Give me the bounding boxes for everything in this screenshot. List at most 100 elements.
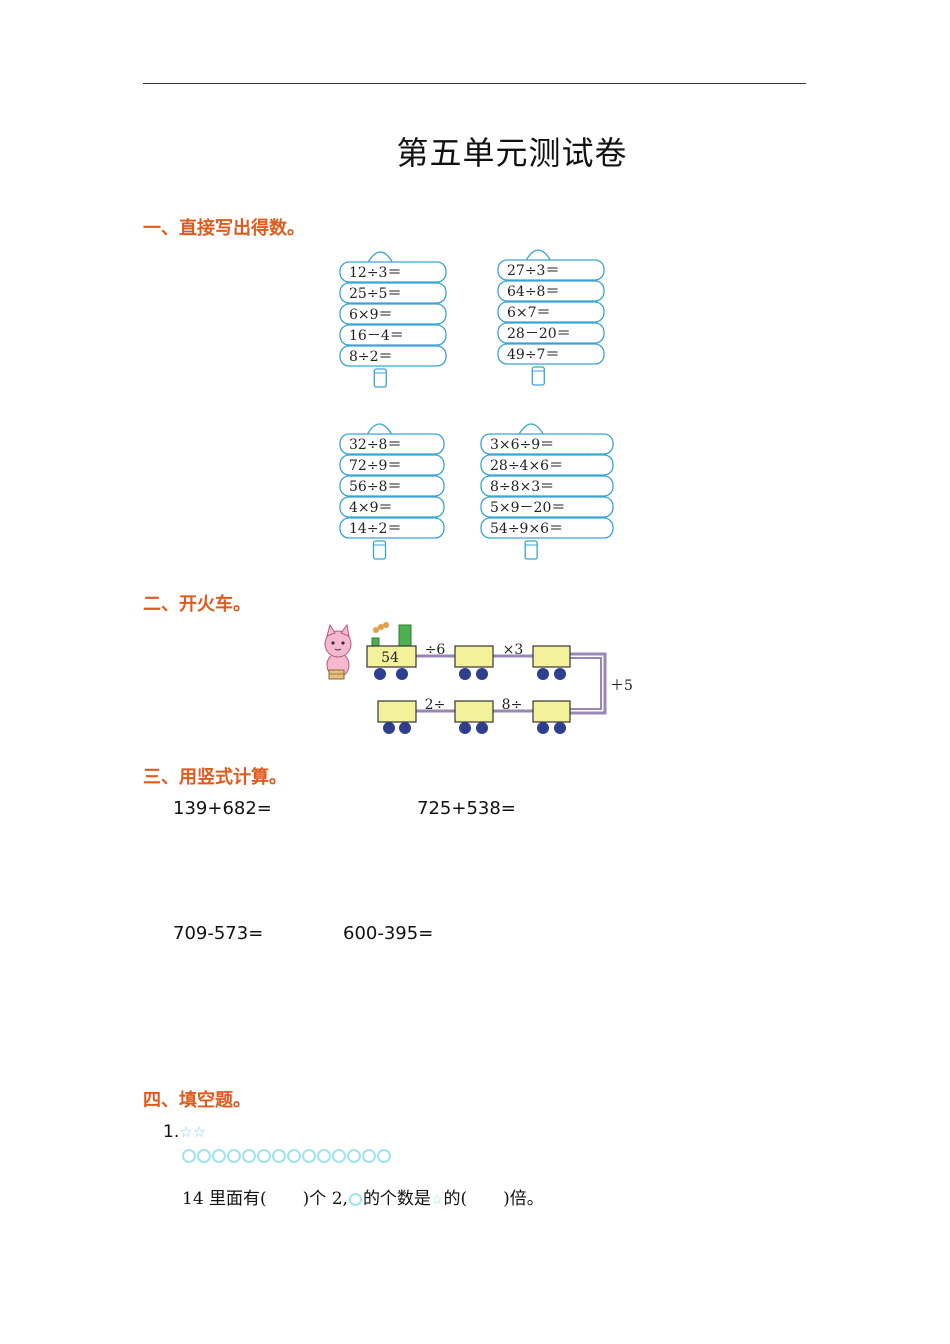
section-1-heading: 一、直接写出得数。 bbox=[143, 218, 305, 239]
train-car bbox=[454, 645, 494, 680]
calc-row bbox=[339, 261, 447, 283]
train-car bbox=[532, 700, 571, 734]
vertical-calc-item: 709-573= bbox=[173, 923, 264, 944]
question-1: 1.☆☆ bbox=[163, 1122, 206, 1142]
circle-icon bbox=[332, 1149, 346, 1163]
train-diagram: 54 ÷6 ×3 ＋5 8÷ 2÷ bbox=[324, 622, 633, 734]
calc-card: 3×6÷9＝28÷4×6＝8÷8×3＝5×9－20＝54÷9×6＝ bbox=[480, 423, 614, 560]
calc-card: 32÷8＝ 72÷9＝ 56÷8＝ 4×9＝ 14÷2＝ bbox=[339, 423, 445, 560]
train-op-label: ＋5 bbox=[610, 678, 633, 694]
calc-row bbox=[339, 454, 445, 476]
calc-expression: 49÷7＝ bbox=[507, 347, 559, 363]
q1-part2: )个 2, bbox=[302, 1189, 348, 1209]
cup-icon bbox=[531, 366, 545, 386]
calc-row bbox=[339, 517, 445, 539]
calc-row bbox=[480, 433, 614, 455]
circle-icon bbox=[348, 1193, 362, 1206]
question-number: 1. bbox=[163, 1122, 180, 1142]
star-icon: ☆☆ bbox=[179, 1123, 207, 1141]
hanger-icon bbox=[518, 423, 544, 435]
calc-row bbox=[339, 282, 447, 304]
calc-row bbox=[480, 517, 614, 539]
q1-part3: 的个数是 bbox=[362, 1189, 431, 1209]
calc-row bbox=[497, 343, 605, 365]
calc-expression: 28－20＝ bbox=[507, 326, 571, 342]
train-op-label: 8÷ bbox=[502, 697, 523, 713]
train-op-label: ×3 bbox=[503, 642, 524, 658]
question-1-text: 14 里面有()个 2,的个数是☆的()倍。 bbox=[182, 1184, 544, 1209]
calc-row bbox=[480, 496, 614, 518]
train-car bbox=[454, 700, 494, 734]
calc-row bbox=[339, 303, 447, 325]
calc-row bbox=[497, 322, 605, 344]
calc-expression: 72÷9＝ bbox=[349, 458, 401, 474]
calc-expression: 16－4＝ bbox=[349, 328, 404, 344]
circle-icon bbox=[317, 1149, 331, 1163]
cup-icon bbox=[372, 540, 387, 560]
circle-icon bbox=[377, 1149, 391, 1163]
calc-expression: 4×9＝ bbox=[349, 500, 393, 516]
q1-part4: 的( bbox=[443, 1189, 468, 1209]
train-op-label: ÷6 bbox=[425, 642, 446, 658]
calc-row bbox=[480, 475, 614, 497]
calc-row bbox=[339, 345, 447, 367]
cabin-icon bbox=[398, 624, 412, 648]
vertical-calc-item: 139+682= bbox=[173, 798, 272, 819]
train-car bbox=[532, 645, 571, 680]
circle-icon bbox=[212, 1149, 226, 1163]
cup-icon bbox=[373, 368, 387, 388]
calc-card: 27÷3＝ 64÷8＝ 6×7＝ 28－20＝ 49÷7＝ bbox=[497, 249, 605, 386]
section-4-heading: 四、填空题。 bbox=[143, 1090, 251, 1111]
calc-row bbox=[339, 324, 447, 346]
circle-icon bbox=[182, 1149, 196, 1163]
calc-expression: 14÷2＝ bbox=[349, 521, 401, 537]
calc-expression: 25÷5＝ bbox=[349, 286, 401, 302]
train-car bbox=[377, 700, 417, 734]
hanger-icon bbox=[366, 423, 393, 435]
calc-expression: 28÷4×6＝ bbox=[490, 458, 563, 474]
page-title: 第五单元测试卷 bbox=[396, 134, 628, 172]
cup-icon bbox=[524, 540, 538, 560]
calc-expression: 8÷2＝ bbox=[349, 349, 393, 365]
hanger-icon bbox=[525, 249, 551, 261]
train-car-engine: 54 bbox=[366, 645, 417, 680]
circle-icon bbox=[257, 1149, 271, 1163]
cat-icon bbox=[324, 623, 352, 680]
calc-expression: 56÷8＝ bbox=[349, 479, 401, 495]
section-2-heading: 二、开火车。 bbox=[143, 594, 251, 615]
hanger-icon bbox=[367, 251, 393, 263]
circle-icon bbox=[227, 1149, 241, 1163]
circle-icon bbox=[197, 1149, 211, 1163]
q1-part1: 14 里面有( bbox=[182, 1189, 267, 1209]
calc-row bbox=[339, 433, 445, 455]
calc-expression: 12÷3＝ bbox=[349, 265, 401, 281]
calc-row bbox=[339, 475, 445, 497]
calc-row bbox=[339, 496, 445, 518]
circle-icon bbox=[347, 1149, 361, 1163]
calc-expression: 3×6÷9＝ bbox=[490, 437, 554, 453]
train-start-value: 54 bbox=[381, 650, 399, 666]
calc-expression: 64÷8＝ bbox=[507, 284, 559, 300]
calc-expression: 54÷9×6＝ bbox=[490, 521, 563, 537]
section-3-heading: 三、用竖式计算。 bbox=[143, 767, 287, 788]
circle-icon bbox=[242, 1149, 256, 1163]
vertical-calc-item: 725+538= bbox=[417, 798, 516, 819]
calc-card: 12÷3＝ 25÷5＝ 6×9＝ 16－4＝ 8÷2＝ bbox=[339, 251, 447, 388]
calc-row bbox=[497, 280, 605, 302]
calc-row bbox=[497, 259, 605, 281]
calc-row bbox=[497, 301, 605, 323]
train-op-label: 2÷ bbox=[425, 697, 446, 713]
calc-expression: 6×9＝ bbox=[349, 307, 393, 323]
circle-icon bbox=[287, 1149, 301, 1163]
calc-expression: 5×9－20＝ bbox=[490, 500, 565, 516]
circle-icon bbox=[362, 1149, 376, 1163]
calc-row bbox=[480, 454, 614, 476]
circle-row bbox=[182, 1149, 391, 1169]
star-icon: ☆ bbox=[430, 1192, 444, 1208]
calc-expression: 6×7＝ bbox=[507, 305, 551, 321]
calc-expression: 32÷8＝ bbox=[349, 437, 401, 453]
top-rule bbox=[143, 83, 806, 84]
circle-icon bbox=[272, 1149, 286, 1163]
calc-expression: 27÷3＝ bbox=[507, 263, 559, 279]
vertical-calc-item: 600-395= bbox=[343, 923, 434, 944]
